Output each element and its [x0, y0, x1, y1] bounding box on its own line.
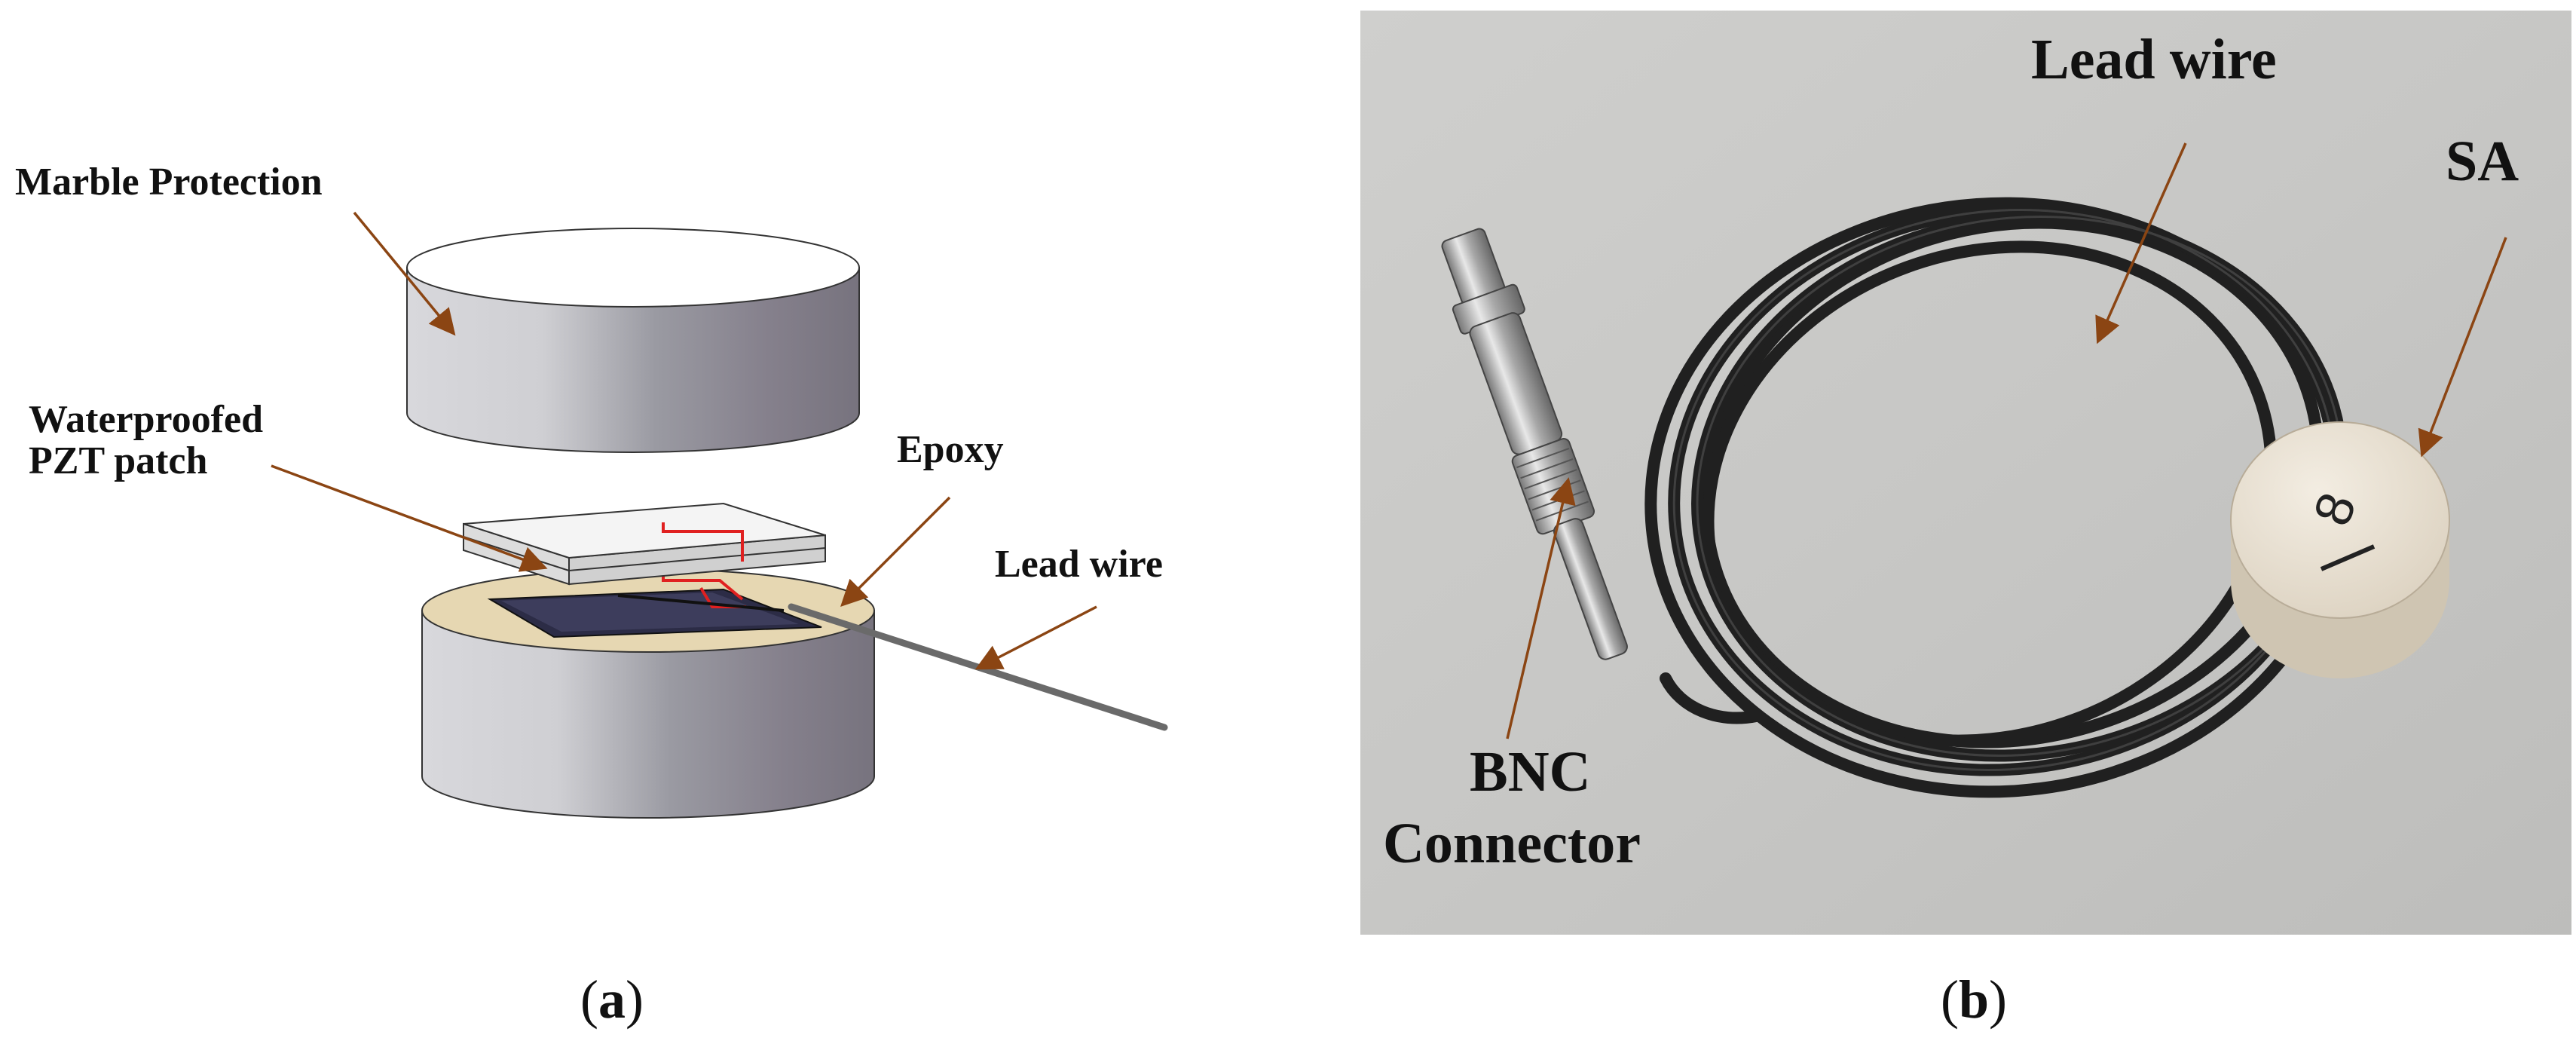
label-lead-wire-b: Lead wire [2031, 28, 2277, 91]
caption-a-letter: a [598, 969, 626, 1030]
arrow-sa [2418, 237, 2507, 458]
arrow-pzt [271, 464, 548, 572]
label-waterproofed-line2: PZT patch [29, 439, 208, 482]
pzt-patch [463, 502, 826, 586]
marble-protection-cylinder [406, 228, 860, 453]
arrow-epoxy [840, 496, 951, 607]
sa-disc: 8 [2230, 421, 2450, 678]
label-sa: SA [2446, 130, 2519, 193]
arrow-lead-wire-a [974, 605, 1097, 670]
label-lead-wire-a: Lead wire [995, 543, 1163, 586]
arrow-bnc [1506, 477, 1576, 739]
arrow-lead-wire-b [2095, 142, 2187, 344]
panel-a-schematic [271, 211, 1168, 819]
label-bnc-line2: Connector [1383, 812, 1641, 875]
caption-b: (b) [1941, 969, 2008, 1030]
label-epoxy: Epoxy [897, 428, 1004, 471]
arrow-marble [353, 211, 456, 336]
label-waterproofed-line1: Waterproofed [29, 398, 263, 441]
caption-b-letter: b [1958, 969, 1990, 1030]
label-marble-protection: Marble Protection [15, 161, 323, 204]
label-bnc-line1: BNC [1470, 740, 1591, 804]
caption-a: (a) [580, 969, 644, 1030]
panel-b-photo: 8 [1360, 11, 2571, 935]
